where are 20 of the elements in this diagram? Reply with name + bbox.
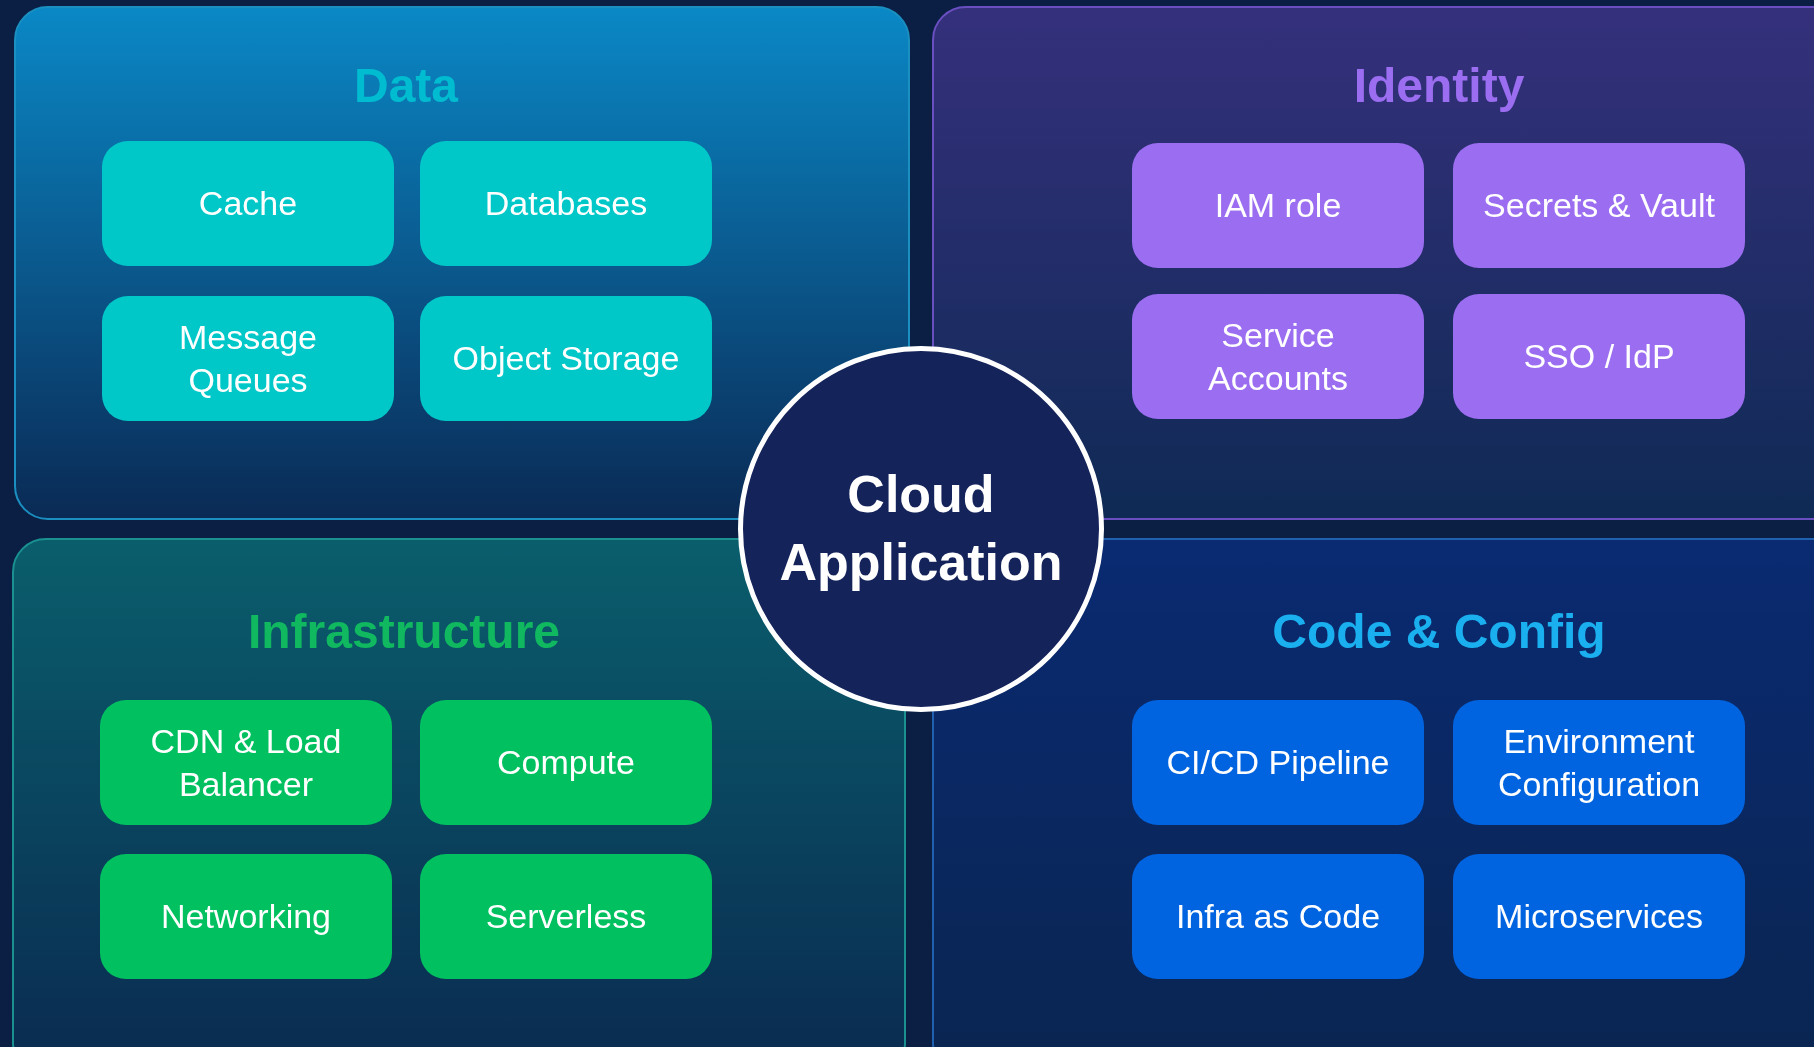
component-box: Environment Configuration xyxy=(1453,700,1745,825)
component-box: Object Storage xyxy=(420,296,712,421)
component-box: Microservices xyxy=(1453,854,1745,979)
component-box: Secrets & Vault xyxy=(1453,143,1745,268)
group-title: Code & Config xyxy=(1271,604,1607,659)
component-box: Serverless xyxy=(420,854,712,979)
component-box: IAM role xyxy=(1132,143,1424,268)
component-box: Service Accounts xyxy=(1132,294,1424,419)
component-box: CI/CD Pipeline xyxy=(1132,700,1424,825)
group-title: Data xyxy=(352,58,460,113)
component-box: Databases xyxy=(420,141,712,266)
component-box: Message Queues xyxy=(102,296,394,421)
component-box: CDN & Load Balancer xyxy=(100,700,392,825)
component-box: Cache xyxy=(102,141,394,266)
component-box: Compute xyxy=(420,700,712,825)
group-title: Identity xyxy=(1352,58,1526,113)
component-box: SSO / IdP xyxy=(1453,294,1745,419)
component-box: Infra as Code xyxy=(1132,854,1424,979)
component-box: Networking xyxy=(100,854,392,979)
group-title: Infrastructure xyxy=(246,604,562,659)
